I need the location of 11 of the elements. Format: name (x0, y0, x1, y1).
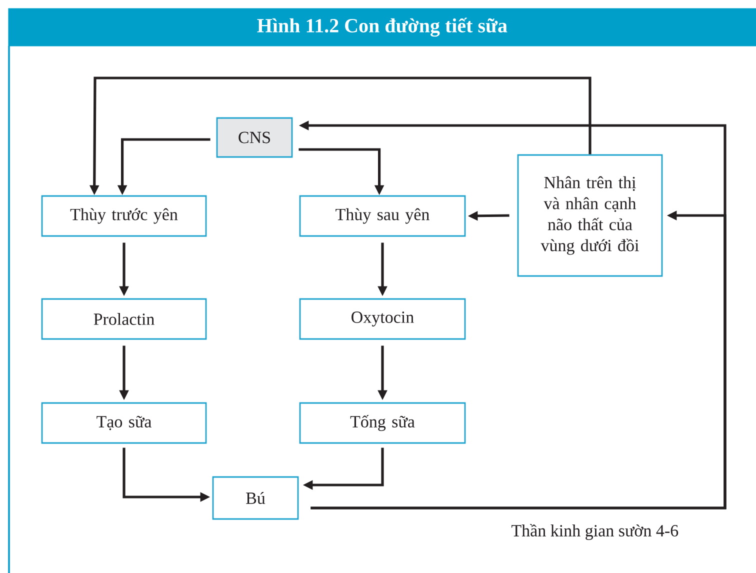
process-box: Prolactin (41, 298, 207, 340)
process-box: Tống sữa (299, 402, 466, 444)
process-box: Bú (212, 476, 299, 520)
nucleus-box: Nhân trên thị và nhân cạnh não thất của vùng dưới đồi (517, 154, 663, 277)
process-box: Thùy sau yên (299, 195, 466, 237)
title-bar: Hình 11.2 Con đường tiết sữa (8, 8, 756, 46)
process-box: CNS (216, 117, 293, 158)
process-box: Tạo sữa (41, 402, 207, 444)
process-box: Oxytocin (299, 298, 466, 340)
process-box: Thùy trước yên (41, 195, 207, 237)
edge-label: Thần kinh gian sườn 4-6 (512, 524, 678, 540)
